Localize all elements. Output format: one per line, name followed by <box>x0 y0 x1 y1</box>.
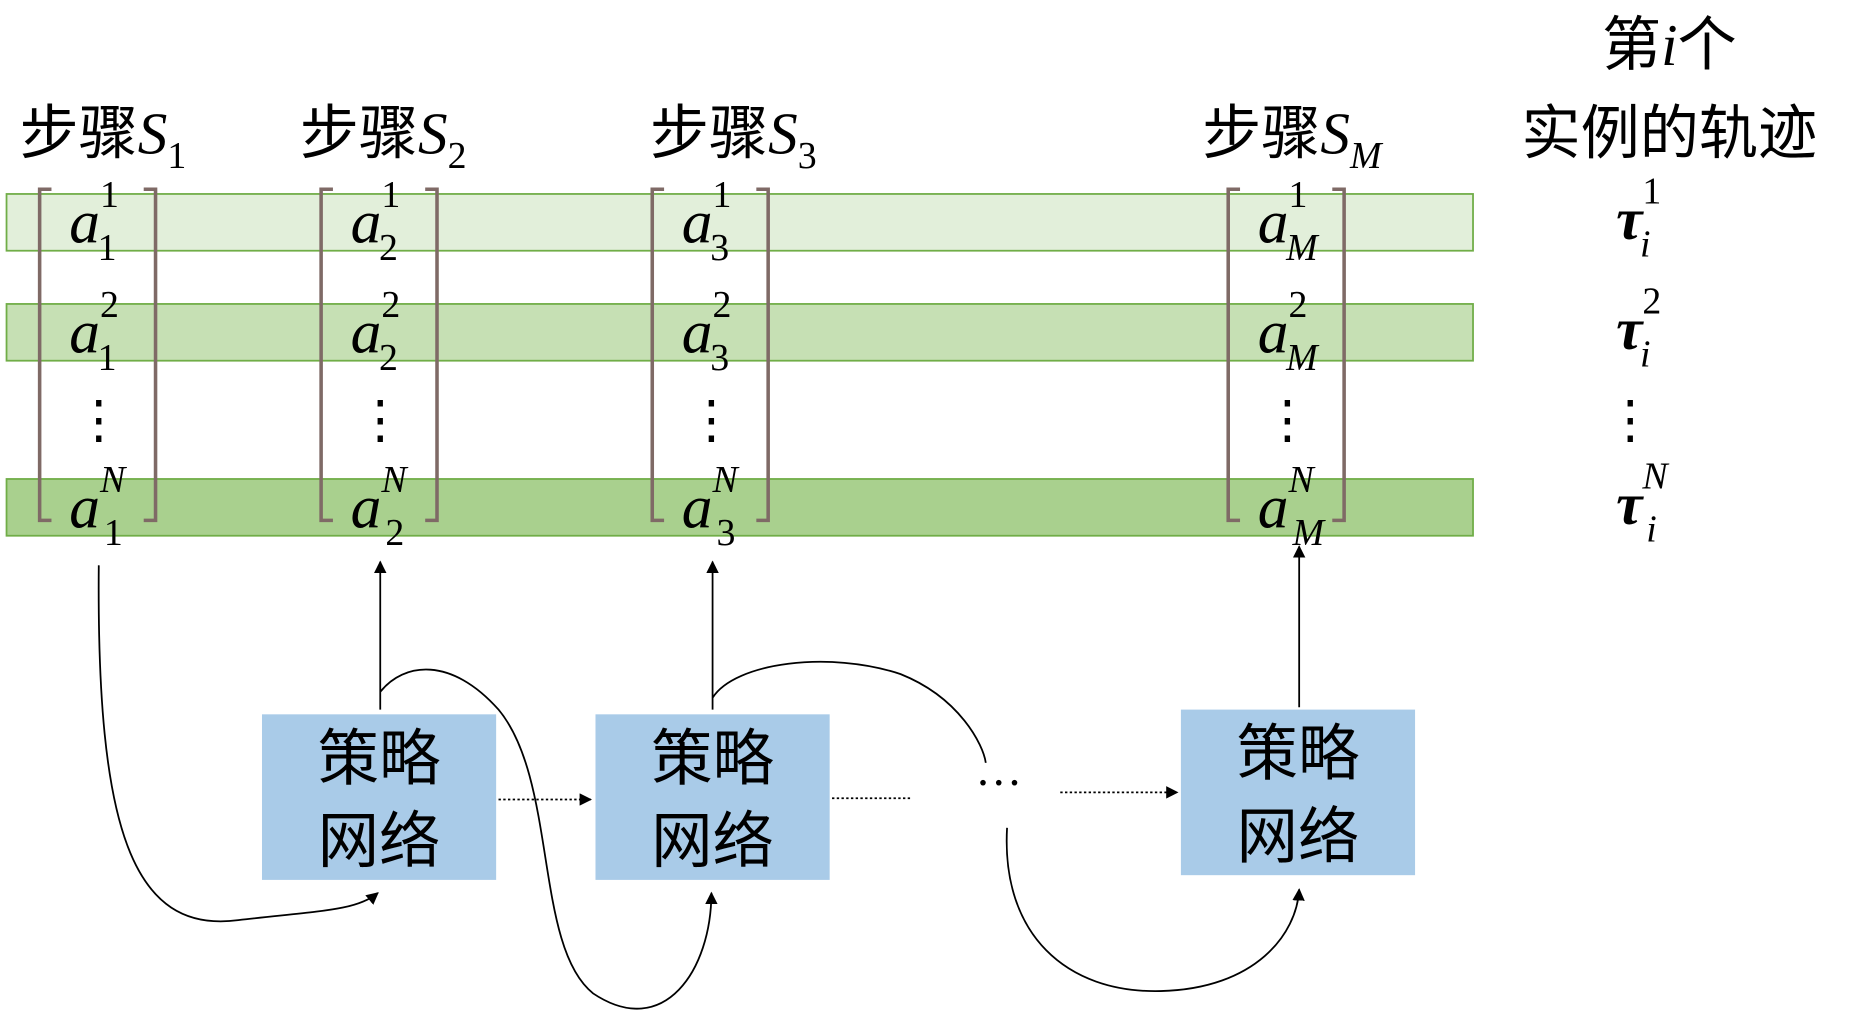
curve-a1-to-policy1 <box>97 565 379 923</box>
ellipsis: ··· <box>975 757 1022 809</box>
vertical-ellipsis: ⋮ <box>1261 393 1313 450</box>
policy-label-line1: 策略 <box>651 722 774 794</box>
curve-policy2-to-ellipsis <box>711 660 987 763</box>
policy-box-bg <box>1180 709 1416 876</box>
policy-label-line1: 策略 <box>318 722 441 794</box>
trajectory-title-line2: 实例的轨迹 <box>1522 99 1818 168</box>
policy-label-line2: 网络 <box>651 805 774 877</box>
vertical-ellipsis: ⋮ <box>354 393 406 450</box>
left-bracket <box>319 187 333 523</box>
policy-label-line2: 网络 <box>1237 800 1360 872</box>
right-bracket <box>425 187 439 523</box>
right-bracket <box>756 187 770 523</box>
step-label: 步骤S1 <box>20 99 187 177</box>
vertical-ellipsis: ⋮ <box>73 393 125 450</box>
right-bracket <box>1332 187 1346 523</box>
policy-box-bg <box>261 714 497 880</box>
curve-ellipsis-to-policy3 <box>1005 827 1305 992</box>
step-label: 步骤S3 <box>650 99 817 177</box>
vertical-ellipsis: ⋮ <box>1604 393 1656 450</box>
policy-label-line1: 策略 <box>1237 718 1360 790</box>
right-bracket <box>143 187 158 523</box>
left-bracket <box>37 187 52 523</box>
curve-policy1-to-policy2 <box>379 668 718 1010</box>
policy-box-bg <box>595 714 830 880</box>
trajectory-band-2 <box>5 303 1474 362</box>
step-label: 步骤SM <box>1202 99 1384 177</box>
trajectory-band-3 <box>5 478 1474 537</box>
vertical-ellipsis: ⋮ <box>685 393 737 450</box>
step-label: 步骤S2 <box>300 99 467 177</box>
trajectory-band-1 <box>5 193 1474 252</box>
left-bracket <box>1226 187 1241 523</box>
policy-label-line2: 网络 <box>318 805 441 877</box>
left-bracket <box>650 187 665 523</box>
trajectory-title-line1: 第i个 <box>1602 10 1737 79</box>
